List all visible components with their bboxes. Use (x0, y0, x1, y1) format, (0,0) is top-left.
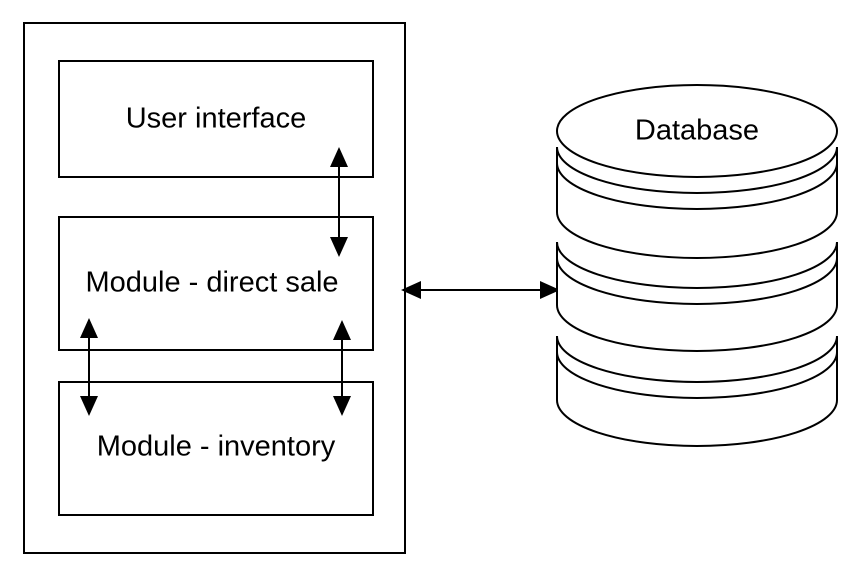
module-inventory-label: Module - inventory (97, 431, 336, 463)
module-direct-sale-label: Module - direct sale (85, 267, 338, 299)
database-cylinder: Database (556, 84, 838, 447)
user-interface-label: User interface (126, 103, 307, 135)
database-label: Database (635, 115, 759, 147)
module-inventory-box: Module - inventory (58, 381, 374, 516)
user-interface-box: User interface (58, 60, 374, 178)
module-direct-sale-box: Module - direct sale (58, 216, 374, 351)
